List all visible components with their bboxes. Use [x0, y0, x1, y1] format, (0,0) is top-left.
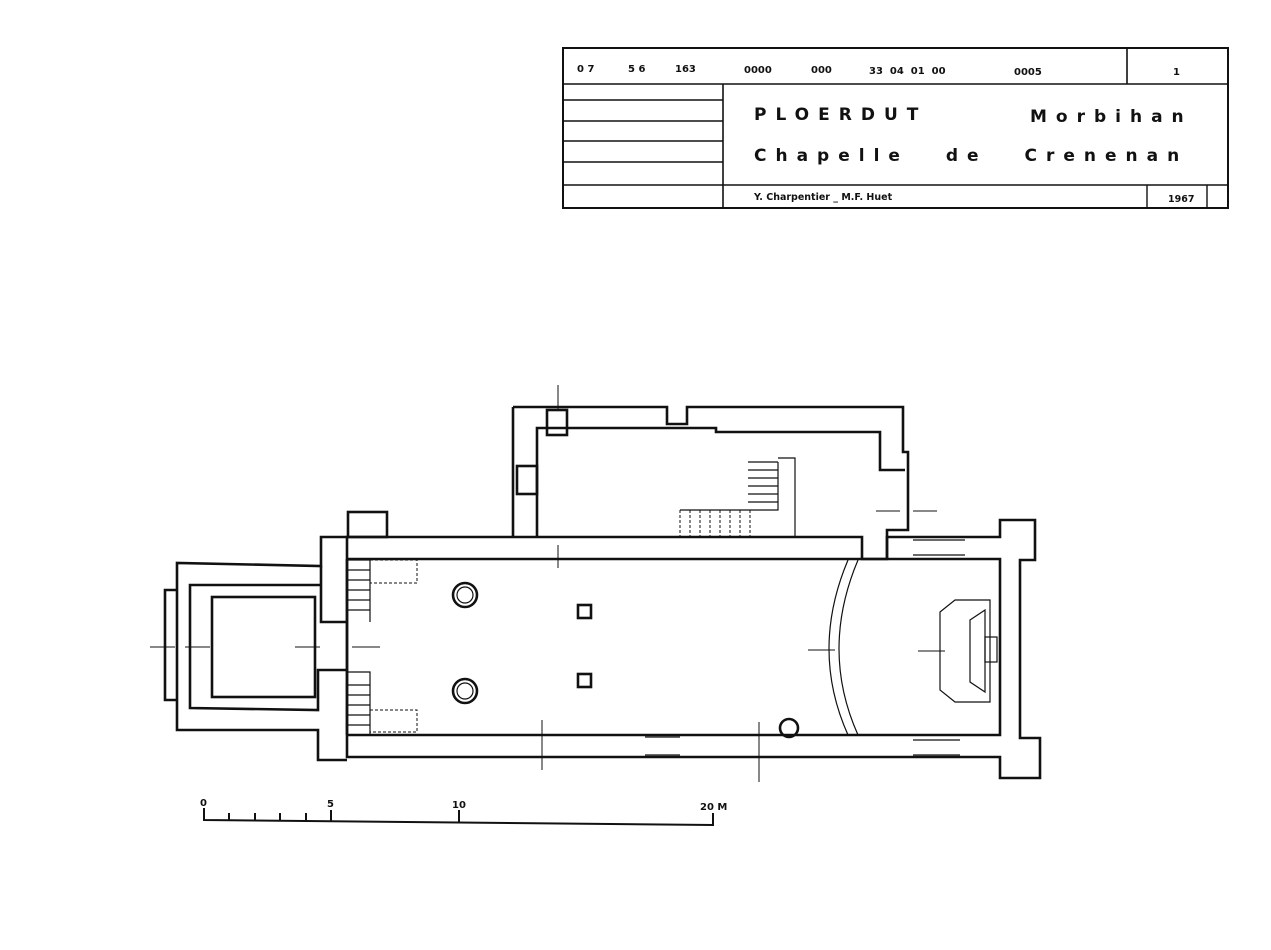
scale-bar: 0 5 10 20 M	[200, 798, 727, 827]
building-name: Chapelle de Crenenan	[754, 146, 1188, 166]
commune-name: PLOERDUT	[754, 105, 927, 125]
code-3: 0000	[744, 65, 772, 76]
code-4: 000	[811, 65, 832, 76]
scale-label-5: 5	[327, 799, 334, 810]
sheet-number: 1	[1173, 67, 1180, 78]
department-name: Morbihan	[1030, 107, 1193, 127]
staircase	[348, 457, 796, 735]
title-block: 0 7 5 6 163 0000 000 33 04 01 00 0005 1 …	[562, 47, 1229, 209]
authors: Y. Charpentier _ M.F. Huet	[753, 192, 893, 203]
code-0: 0 7	[577, 64, 594, 75]
scale-label-0: 0	[200, 798, 207, 809]
code-1: 5 6	[628, 64, 645, 75]
chapel-plan	[150, 385, 1042, 782]
code-6: 0005	[1014, 67, 1042, 78]
scale-label-10: 10	[452, 800, 466, 811]
code-5: 33 04 01 00	[869, 66, 946, 77]
year: 1967	[1168, 194, 1194, 205]
scale-label-20m: 20 M	[700, 802, 727, 813]
code-2: 163	[675, 64, 696, 75]
